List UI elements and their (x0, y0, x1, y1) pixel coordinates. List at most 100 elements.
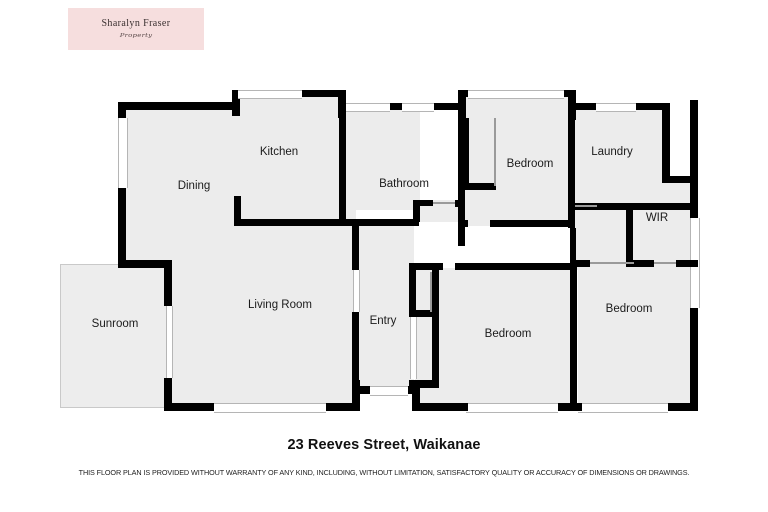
wall-living-entry-upper (352, 222, 359, 270)
wall-kitchen-dining-horz (234, 219, 346, 226)
room-label-wir: WIR (645, 212, 669, 224)
window-kitchen-top (238, 90, 302, 99)
wall-kitchen-dining-vert (234, 196, 241, 226)
wall-wir-top (626, 203, 698, 210)
wall-bedroom-mid-left (409, 263, 416, 315)
room-label-entry: Entry (369, 315, 397, 327)
window-sunroom-living (166, 306, 173, 378)
wall-bedroom-top-left-corner (458, 90, 468, 97)
window-bathroom-top-b (402, 103, 434, 112)
room-label-kitchen: Kitchen (259, 146, 299, 158)
door-wir (642, 262, 678, 264)
wall-laundry-step-horz (662, 176, 698, 183)
wall-top-left (118, 102, 238, 110)
room-label-bedroom-right: Bedroom (605, 303, 653, 315)
wall-bedroom-top-left-jog (458, 90, 466, 120)
room-fill-sunroom (60, 264, 172, 408)
room-fill-bedroom-mid (415, 268, 575, 410)
wall-robe-top-bedroom-bottom (462, 183, 496, 190)
disclaimer-text: THIS FLOOR PLAN IS PROVIDED WITHOUT WARR… (78, 468, 690, 477)
room-fill-entry (356, 222, 414, 390)
room-fill-living (170, 262, 354, 410)
wall-bedroom-top-left-side (458, 118, 465, 246)
room-label-sunroom: Sunroom (91, 318, 139, 330)
wall-bedroom-mid-top (455, 263, 575, 270)
wall-kitchen-jog-left (232, 90, 240, 116)
window-bedroom-top (468, 90, 564, 99)
wall-kitchen-top-right (302, 90, 346, 97)
room-fill-wir (630, 208, 698, 266)
door-bedroom-right (590, 262, 636, 264)
wall-wir-bottom-right (676, 260, 698, 267)
door-laundry (575, 205, 597, 207)
window-laundry-top (596, 103, 636, 112)
page-title: 23 Reeves Street, Waikanae (287, 437, 481, 453)
wall-living-right-lower (352, 380, 360, 411)
wall-laundry-top-right (636, 103, 670, 110)
wall-bedroom-top-bottom (490, 220, 572, 227)
room-fill-robe (415, 315, 437, 387)
window-bottom-bedroom-mid (466, 403, 558, 413)
opening-living-entry (353, 270, 360, 312)
room-label-bathroom: Bathroom (379, 178, 429, 190)
room-label-living: Living Room (248, 299, 312, 311)
wall-bottom-bedroom-mid-left (440, 403, 468, 411)
wall-robe-mid-bottom-close (409, 380, 439, 388)
wall-entry-right-outer (412, 386, 420, 411)
wall-bedroom-top-right-side (568, 118, 575, 228)
wall-right-outer-lower (690, 308, 698, 410)
wall-robe-top-bedroom-left (462, 118, 469, 190)
wall-living-bottom-right (326, 403, 360, 411)
door-bathroom (433, 202, 457, 204)
wall-laundry-step-vert (662, 103, 670, 183)
floor-plan-drawing: Dining Kitchen Bathroom Bedroom Laundry … (60, 90, 700, 413)
wall-bottom-mid-pier (556, 403, 582, 411)
wall-bedroom-top-bottom-left (458, 220, 468, 227)
window-left-dining (118, 118, 128, 188)
wall-laundry-bottom (575, 203, 630, 210)
wall-living-entry-lower (352, 312, 359, 382)
wall-bathroom-notch-horz (413, 200, 433, 206)
wall-left-top-corner (118, 102, 126, 118)
wall-robe-mid-bottom (409, 310, 439, 317)
wall-living-bottom-left (166, 403, 214, 411)
wall-bathroom-notch-vert (413, 200, 420, 222)
wall-bottom-right-corner (668, 403, 698, 411)
room-fill-hall (575, 208, 630, 270)
wall-dining-living-divider (342, 219, 356, 226)
agency-logo: Sharalyn Fraser Property (68, 8, 204, 50)
wall-left-lower (118, 188, 126, 268)
wall-kitchen-top-left (232, 90, 238, 97)
wall-wir-left (626, 203, 633, 267)
room-fill-bathroom (345, 110, 420, 210)
wall-bedroom-right-top-right (634, 260, 654, 267)
wall-bathroom-top-mid (390, 103, 402, 110)
agency-tagline: Property (119, 31, 153, 39)
wall-living-left-bottom (164, 378, 172, 411)
wall-entry-bottom-left (352, 386, 370, 394)
wall-robe-mid-lower-right (432, 317, 439, 387)
wall-bedroom-right-top-left (576, 260, 590, 267)
room-label-laundry: Laundry (591, 146, 633, 158)
window-living-bottom (214, 403, 326, 413)
window-bathroom-top-a (346, 103, 390, 112)
wall-bedrooms-divider (570, 266, 577, 410)
room-fill-bedroom-top (462, 96, 572, 226)
window-robe-mid-left (410, 317, 417, 379)
door-robe-top-bedroom (494, 118, 496, 186)
room-label-bedroom-top: Bedroom (506, 158, 554, 170)
wall-robe-mid-right (432, 266, 439, 316)
wall-sunroom-step-horz (118, 260, 172, 268)
wall-kitchen-bathroom (339, 110, 346, 222)
window-entry-door (370, 386, 408, 396)
room-label-bedroom-mid: Bedroom (484, 328, 532, 340)
room-label-dining: Dining (177, 180, 211, 192)
window-bottom-bedroom-right (578, 403, 668, 413)
room-fill-bedroom-right (578, 266, 698, 410)
wall-entry-porch-bottom (412, 403, 446, 411)
wall-bathroom-top-right (434, 103, 460, 110)
door-robe-mid-bedroom (430, 272, 432, 312)
wall-laundry-top-left (572, 103, 596, 110)
agency-name: Sharalyn Fraser (101, 18, 171, 29)
